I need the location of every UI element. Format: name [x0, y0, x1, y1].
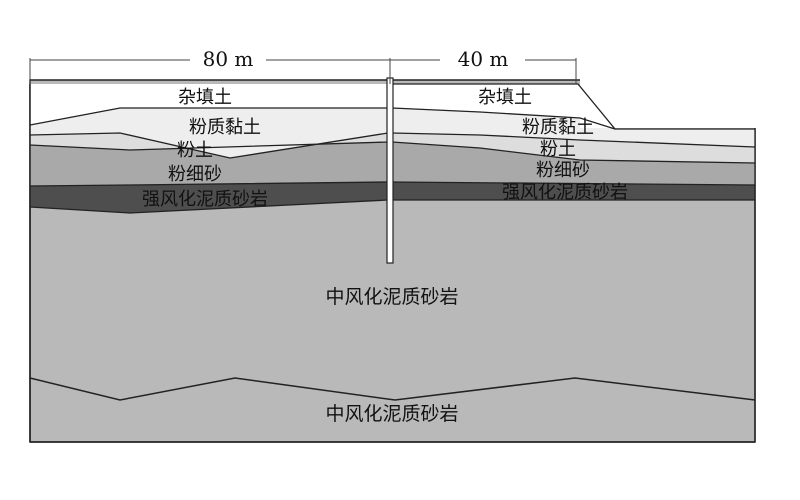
lower-rock-boundary [29, 377, 756, 401]
right-boundary-sand [391, 181, 756, 186]
label-strongly-weathered-left: 强风化泥质砂岩 [142, 189, 268, 210]
label-strongly-weathered-right: 强风化泥质砂岩 [502, 182, 628, 203]
left-layer-silty-fine-sand [30, 142, 388, 186]
dimension-lines [29, 58, 577, 84]
label-fill-soil-left: 杂填土 [178, 87, 232, 108]
right-boundary-silt [391, 141, 756, 164]
right-ground-surface [392, 83, 755, 130]
dimension-label-left: 80 m [203, 47, 254, 71]
right-boundary-fill [391, 107, 616, 130]
label-moderately-weathered-upper: 中风化泥质砂岩 [325, 286, 458, 308]
right-bg-above-ground [580, 78, 758, 128]
right-block [391, 78, 758, 442]
label-silt-left: 粉土 [177, 140, 213, 161]
right-layer-fill-soil [392, 84, 615, 129]
retaining-wall [386, 77, 394, 264]
left-boundary-sand [29, 181, 389, 187]
left-boundary-strong [29, 199, 389, 214]
label-silty-clay-right: 粉质黏土 [522, 117, 594, 138]
right-layer-silt [392, 133, 755, 163]
dimension-label-right: 40 m [458, 47, 509, 71]
left-layer-strongly-weathered [30, 182, 388, 213]
label-moderately-weathered-lower: 中风化泥质砂岩 [325, 403, 458, 425]
label-silt-right: 粉土 [540, 139, 576, 160]
left-boundary-silt [29, 141, 389, 151]
label-silty-clay-left: 粉质黏土 [189, 117, 261, 138]
right-boundary-clay [391, 132, 756, 148]
left-block [29, 84, 389, 214]
left-boundary-fill [29, 107, 388, 126]
label-silty-fine-sand-right: 粉细砂 [536, 160, 590, 181]
left-layer-silty-clay [30, 108, 388, 158]
left-layer-fill-soil [30, 84, 388, 125]
left-boundary-clay [29, 132, 389, 159]
label-fill-soil-right: 杂填土 [478, 87, 532, 108]
right-layer-strongly-weathered [392, 182, 755, 200]
right-layer-silty-clay [392, 108, 755, 147]
label-silty-fine-sand-left: 粉细砂 [168, 164, 222, 185]
right-layer-silty-fine-sand [392, 142, 755, 185]
